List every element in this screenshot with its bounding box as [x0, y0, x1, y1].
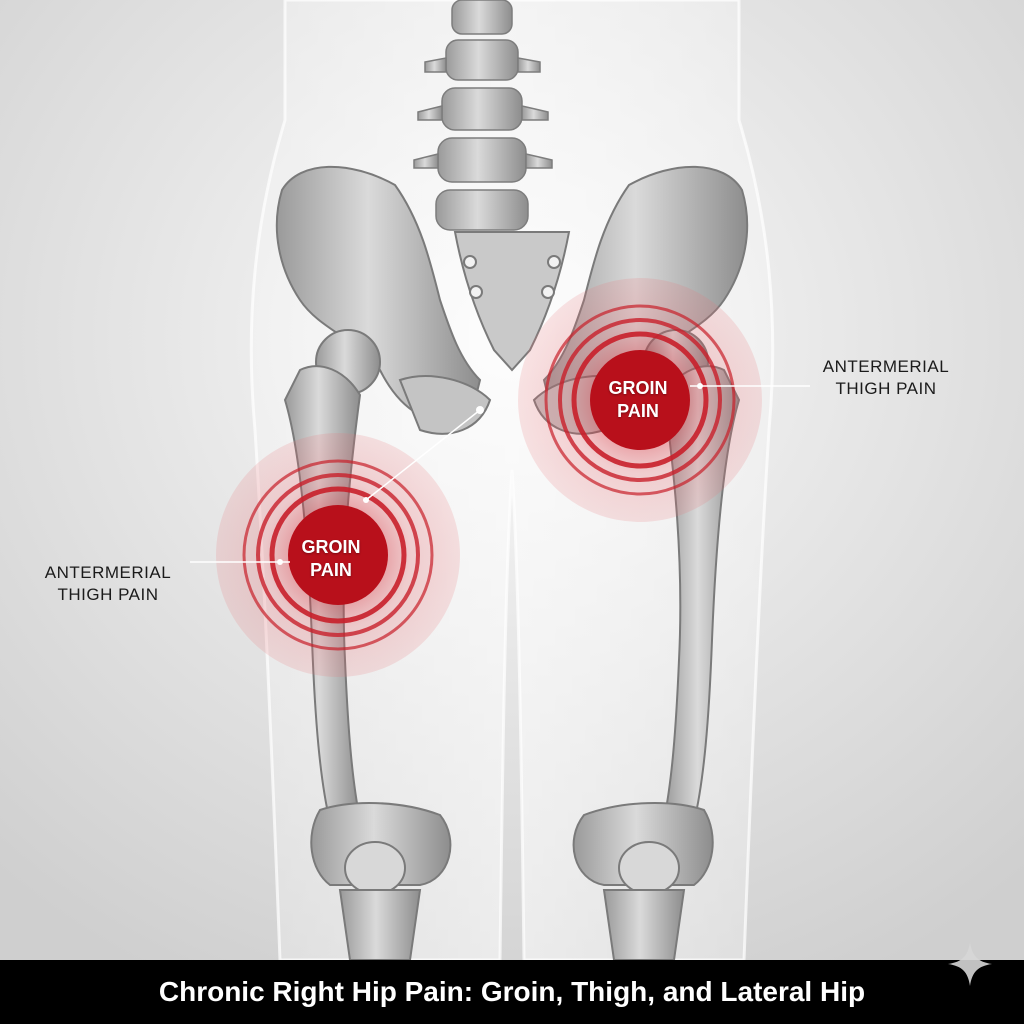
- pain-label-right: GROIN PAIN: [608, 378, 668, 421]
- pain-zone-right: [518, 278, 810, 522]
- sparkle-icon: [948, 942, 992, 986]
- pain-zone-left: [190, 406, 484, 677]
- spine: [413, 0, 553, 231]
- callout-left: ANTERMERIAL THIGH PAIN: [44, 563, 172, 604]
- anatomy-illustration: [0, 0, 1024, 960]
- pain-label-left: GROIN PAIN: [301, 537, 361, 580]
- connector-line: [365, 409, 481, 501]
- callout-right: ANTERMERIAL THIGH PAIN: [822, 357, 950, 398]
- caption-bar: Chronic Right Hip Pain: Groin, Thigh, an…: [0, 960, 1024, 1024]
- caption-text: Chronic Right Hip Pain: Groin, Thigh, an…: [158, 976, 866, 1007]
